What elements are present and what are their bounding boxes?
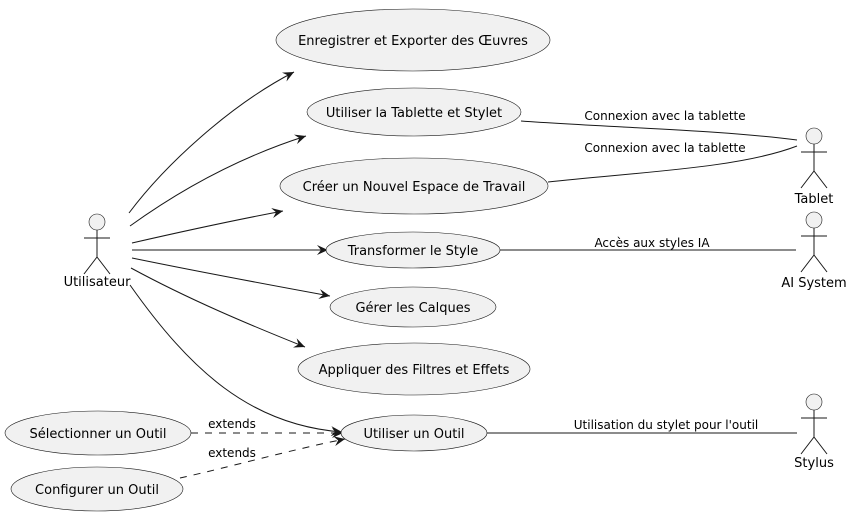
actor-ai-system-head-icon: [805, 211, 823, 229]
label-stylet-link: Utilisation du stylet pour l'outil: [574, 418, 759, 432]
edge-espace-tablet: [547, 145, 798, 183]
usecase-utiliser-outil[interactable]: Utiliser un Outil: [340, 414, 488, 452]
actor-stylus[interactable]: Stylus: [794, 393, 834, 471]
actor-stylus-body-icon: [800, 410, 828, 455]
usecase-tablette-stylet[interactable]: Utiliser la Tablette et Stylet: [306, 87, 522, 137]
edge-utilisateur-filtres: [130, 267, 306, 348]
usecase-tablette-stylet-label: Utiliser la Tablette et Stylet: [326, 106, 502, 121]
actor-stylus-label: Stylus: [794, 456, 834, 471]
usecase-transformer-style[interactable]: Transformer le Style: [325, 231, 501, 269]
edge-utilisateur-calques: [131, 257, 331, 299]
usecase-enregistrer-label: Enregistrer et Exporter des Œuvres: [298, 34, 528, 49]
edge-utilisateur-outil: [129, 284, 343, 437]
usecase-configurer-outil[interactable]: Configurer un Outil: [10, 466, 184, 512]
label-espace-link: Connexion avec la tablette: [584, 141, 745, 155]
label-extends-1: extends: [208, 417, 256, 431]
usecase-calques-label: Gérer les Calques: [355, 301, 470, 316]
usecase-nouvel-espace-label: Créer un Nouvel Espace de Travail: [303, 180, 526, 195]
actor-tablet-body-icon: [800, 144, 828, 189]
actor-utilisateur[interactable]: Utilisateur: [64, 213, 132, 290]
usecase-calques[interactable]: Gérer les Calques: [329, 286, 497, 328]
actor-ai-system-body-icon: [800, 228, 828, 273]
usecase-utiliser-outil-label: Utiliser un Outil: [363, 427, 464, 442]
actor-utilisateur-head-icon: [88, 213, 106, 231]
actor-tablet[interactable]: Tablet: [794, 127, 834, 207]
edge-tablette-tablet: [520, 120, 798, 141]
actor-tablet-label: Tablet: [794, 192, 834, 207]
edge-utilisateur-espace: [131, 208, 284, 244]
usecase-transformer-style-label: Transformer le Style: [347, 244, 479, 259]
usecase-filtres[interactable]: Appliquer des Filtres et Effets: [297, 342, 531, 396]
usecase-filtres-label: Appliquer des Filtres et Effets: [319, 363, 510, 378]
edge-utilisateur-tablette: [129, 134, 307, 227]
label-ia-link: Accès aux styles IA: [594, 236, 710, 250]
label-extends-2: extends: [208, 446, 256, 460]
label-tablette-link: Connexion avec la tablette: [584, 109, 745, 123]
usecase-configurer-outil-label: Configurer un Outil: [35, 483, 159, 498]
actor-stylus-head-icon: [805, 393, 823, 411]
usecase-nouvel-espace[interactable]: Créer un Nouvel Espace de Travail: [279, 157, 549, 215]
actor-ai-system[interactable]: AI System: [781, 211, 847, 291]
usecase-enregistrer[interactable]: Enregistrer et Exporter des Œuvres: [275, 8, 551, 72]
actor-utilisateur-body-icon: [83, 230, 111, 275]
usecase-selectionner-outil[interactable]: Sélectionner un Outil: [4, 410, 192, 456]
edge-utilisateur-enregistrer: [128, 71, 295, 214]
usecase-selectionner-outil-label: Sélectionner un Outil: [29, 427, 166, 442]
edge-extends-configurer: [179, 436, 346, 479]
actor-tablet-head-icon: [805, 127, 823, 145]
actor-ai-system-label: AI System: [781, 276, 846, 291]
actor-utilisateur-label: Utilisateur: [64, 275, 132, 290]
